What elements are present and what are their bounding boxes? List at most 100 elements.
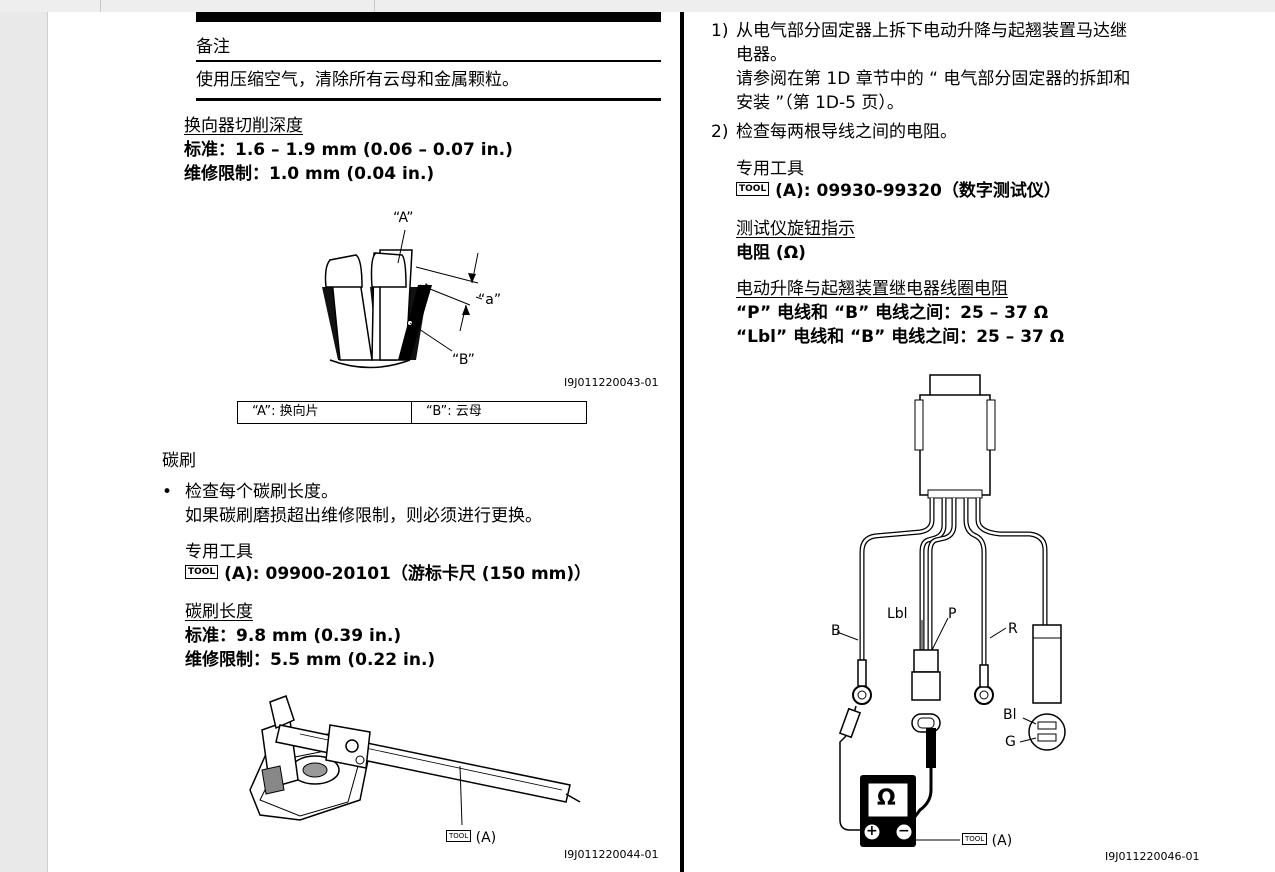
probe-lead-neg (839, 735, 864, 831)
brush-check-line2: 如果碳刷磨损超出维修限制，则必须进行更换。 (185, 506, 542, 526)
step2-number: 2) (711, 122, 729, 142)
depth-rod (565, 793, 581, 803)
step1-number: 1) (711, 21, 729, 41)
pin-bl (1037, 721, 1057, 730)
wire-p (928, 498, 956, 650)
depth-ref-line (415, 266, 479, 284)
relay-cap (929, 374, 981, 398)
bullet: • (162, 482, 173, 502)
terminal-sleeve (979, 664, 989, 688)
step1-line4: 安装 ”（第 1D-5 页）。 (736, 93, 904, 113)
fig1-label-b: “B” (452, 352, 475, 368)
probe-negative (838, 707, 862, 739)
strip-divider (100, 0, 101, 12)
undercut-title: 换向器切削深度 (184, 116, 303, 136)
knob-title: 测试仪旋钮指示 (736, 219, 855, 239)
fig1-label-small-a: “a” (478, 292, 502, 308)
strip-divider (374, 0, 375, 12)
depth-ref-line (419, 284, 471, 306)
relay-tab-left (914, 399, 924, 451)
fig2-tool-callout: TOOL (A) (446, 826, 496, 850)
note-top-bar (196, 12, 661, 22)
leader-line-b (409, 322, 453, 352)
relay-resistance-lbl: “Lbl” 电线和 “B” 电线之间：25 – 37 Ω (736, 327, 1065, 347)
special-tool-heading: 专用工具 (185, 542, 253, 562)
connector-face-inner (917, 717, 935, 729)
carbon-brush (261, 765, 285, 795)
multimeter-display (867, 782, 909, 818)
page-edge (47, 12, 48, 872)
label-b: B (831, 623, 841, 639)
special-tool-text-right: (A): 09930-99320（数字测试仪） (775, 181, 1061, 201)
probe-positive (926, 728, 936, 768)
lock-screw (355, 755, 365, 765)
arrowhead (462, 305, 470, 315)
wire-r-outline (963, 498, 987, 665)
step1-line3: 请参阅在第 1D 章节中的 “ 电气部分固定器的拆卸和 (736, 69, 1131, 89)
connector-bl-g-face (1028, 713, 1066, 751)
caption-cell-a: “A”: 换向片 (238, 402, 412, 423)
segment-top (324, 254, 363, 288)
holder-hole-inner (302, 762, 328, 778)
terminal-sleeve (857, 659, 867, 687)
undercut-standard: 标准：1.6 – 1.9 mm (0.06 – 0.07 in.) (184, 140, 513, 160)
leader-r (989, 627, 1007, 639)
label-p: P (948, 606, 957, 622)
label-bl: Bl (1003, 707, 1017, 723)
ohm-symbol: Ω (877, 786, 896, 811)
note-text: 使用压缩空气，清除所有云母和金属颗粒。 (196, 70, 519, 90)
fig2-tool-label: (A) (475, 830, 497, 846)
note-heading: 备注 (196, 37, 230, 57)
viewer-top-strip (0, 0, 1275, 12)
brush-length-title: 碳刷长度 (185, 602, 253, 622)
relay-tab-right (986, 399, 996, 451)
leader-bl (1022, 717, 1037, 725)
relay-body (919, 394, 991, 496)
brush-length-standard: 标准：9.8 mm (0.39 in.) (185, 626, 402, 646)
tool-icon: TOOL (185, 565, 219, 579)
special-tool-text: (A): 09900-20101（游标卡尺 (150 mm)） (224, 564, 592, 584)
leader-line-small-a (475, 296, 483, 300)
fig3-id: I9J011220046-01 (1105, 850, 1200, 863)
knob-value: 电阻 (Ω) (736, 243, 806, 263)
mica-layer (398, 285, 432, 360)
segment-top (370, 252, 407, 288)
plus-terminal (863, 823, 881, 841)
caption-cell-b: “B”: 云母 (426, 404, 482, 419)
tool-leader-line (459, 765, 463, 826)
tool-icon: TOOL (962, 833, 988, 845)
minus-terminal (895, 823, 913, 841)
relay-resistance-p: “P” 电线和 “B” 电线之间：25 – 37 Ω (736, 303, 1049, 323)
label-r: R (1008, 621, 1018, 637)
fig1-label-a: “A” (393, 210, 414, 226)
fig2-id: I9J011220044-01 (564, 848, 659, 861)
relay-title: 电动升降与起翘装置继电器线圈电阻 (736, 279, 1008, 299)
tool-icon: TOOL (736, 182, 770, 196)
fig1-caption-table: “A”: 换向片 “B”: 云母 (237, 401, 587, 424)
arrowhead (468, 273, 476, 283)
undercut-limit: 维修限制：1.0 mm (0.04 in.) (184, 164, 435, 184)
wire-pair-outline (975, 498, 1048, 625)
relay-wiring-diagram (836, 374, 1066, 847)
plus-symbol: + (866, 823, 878, 839)
connector-lbl-p (911, 671, 941, 701)
special-tool-line: TOOL (A): 09900-20101（游标卡尺 (150 mm)） (185, 562, 591, 586)
pin-g (1037, 733, 1057, 742)
leader-g (1019, 737, 1037, 743)
label-lbl: Lbl (887, 606, 908, 622)
leader-line-a (397, 229, 406, 264)
leader-b (836, 631, 859, 641)
step2-text: 检查每两根导线之间的电阻。 (736, 122, 957, 142)
note-bottom-rule (196, 98, 661, 101)
probe-lead-pos (906, 768, 933, 827)
wire-b (860, 498, 934, 660)
caliper-upper-jaw (269, 695, 295, 730)
fig3-tool-callout: TOOL (A) (962, 829, 1012, 853)
column-divider (680, 12, 684, 872)
label-g: G (1005, 734, 1016, 750)
fig3-tool-label: (A) (991, 833, 1013, 849)
thumb-wheel (345, 739, 359, 753)
document-page (48, 12, 1275, 872)
brush-check-line1: 检查每个碳刷长度。 (185, 482, 338, 502)
tool-icon: TOOL (446, 830, 472, 842)
